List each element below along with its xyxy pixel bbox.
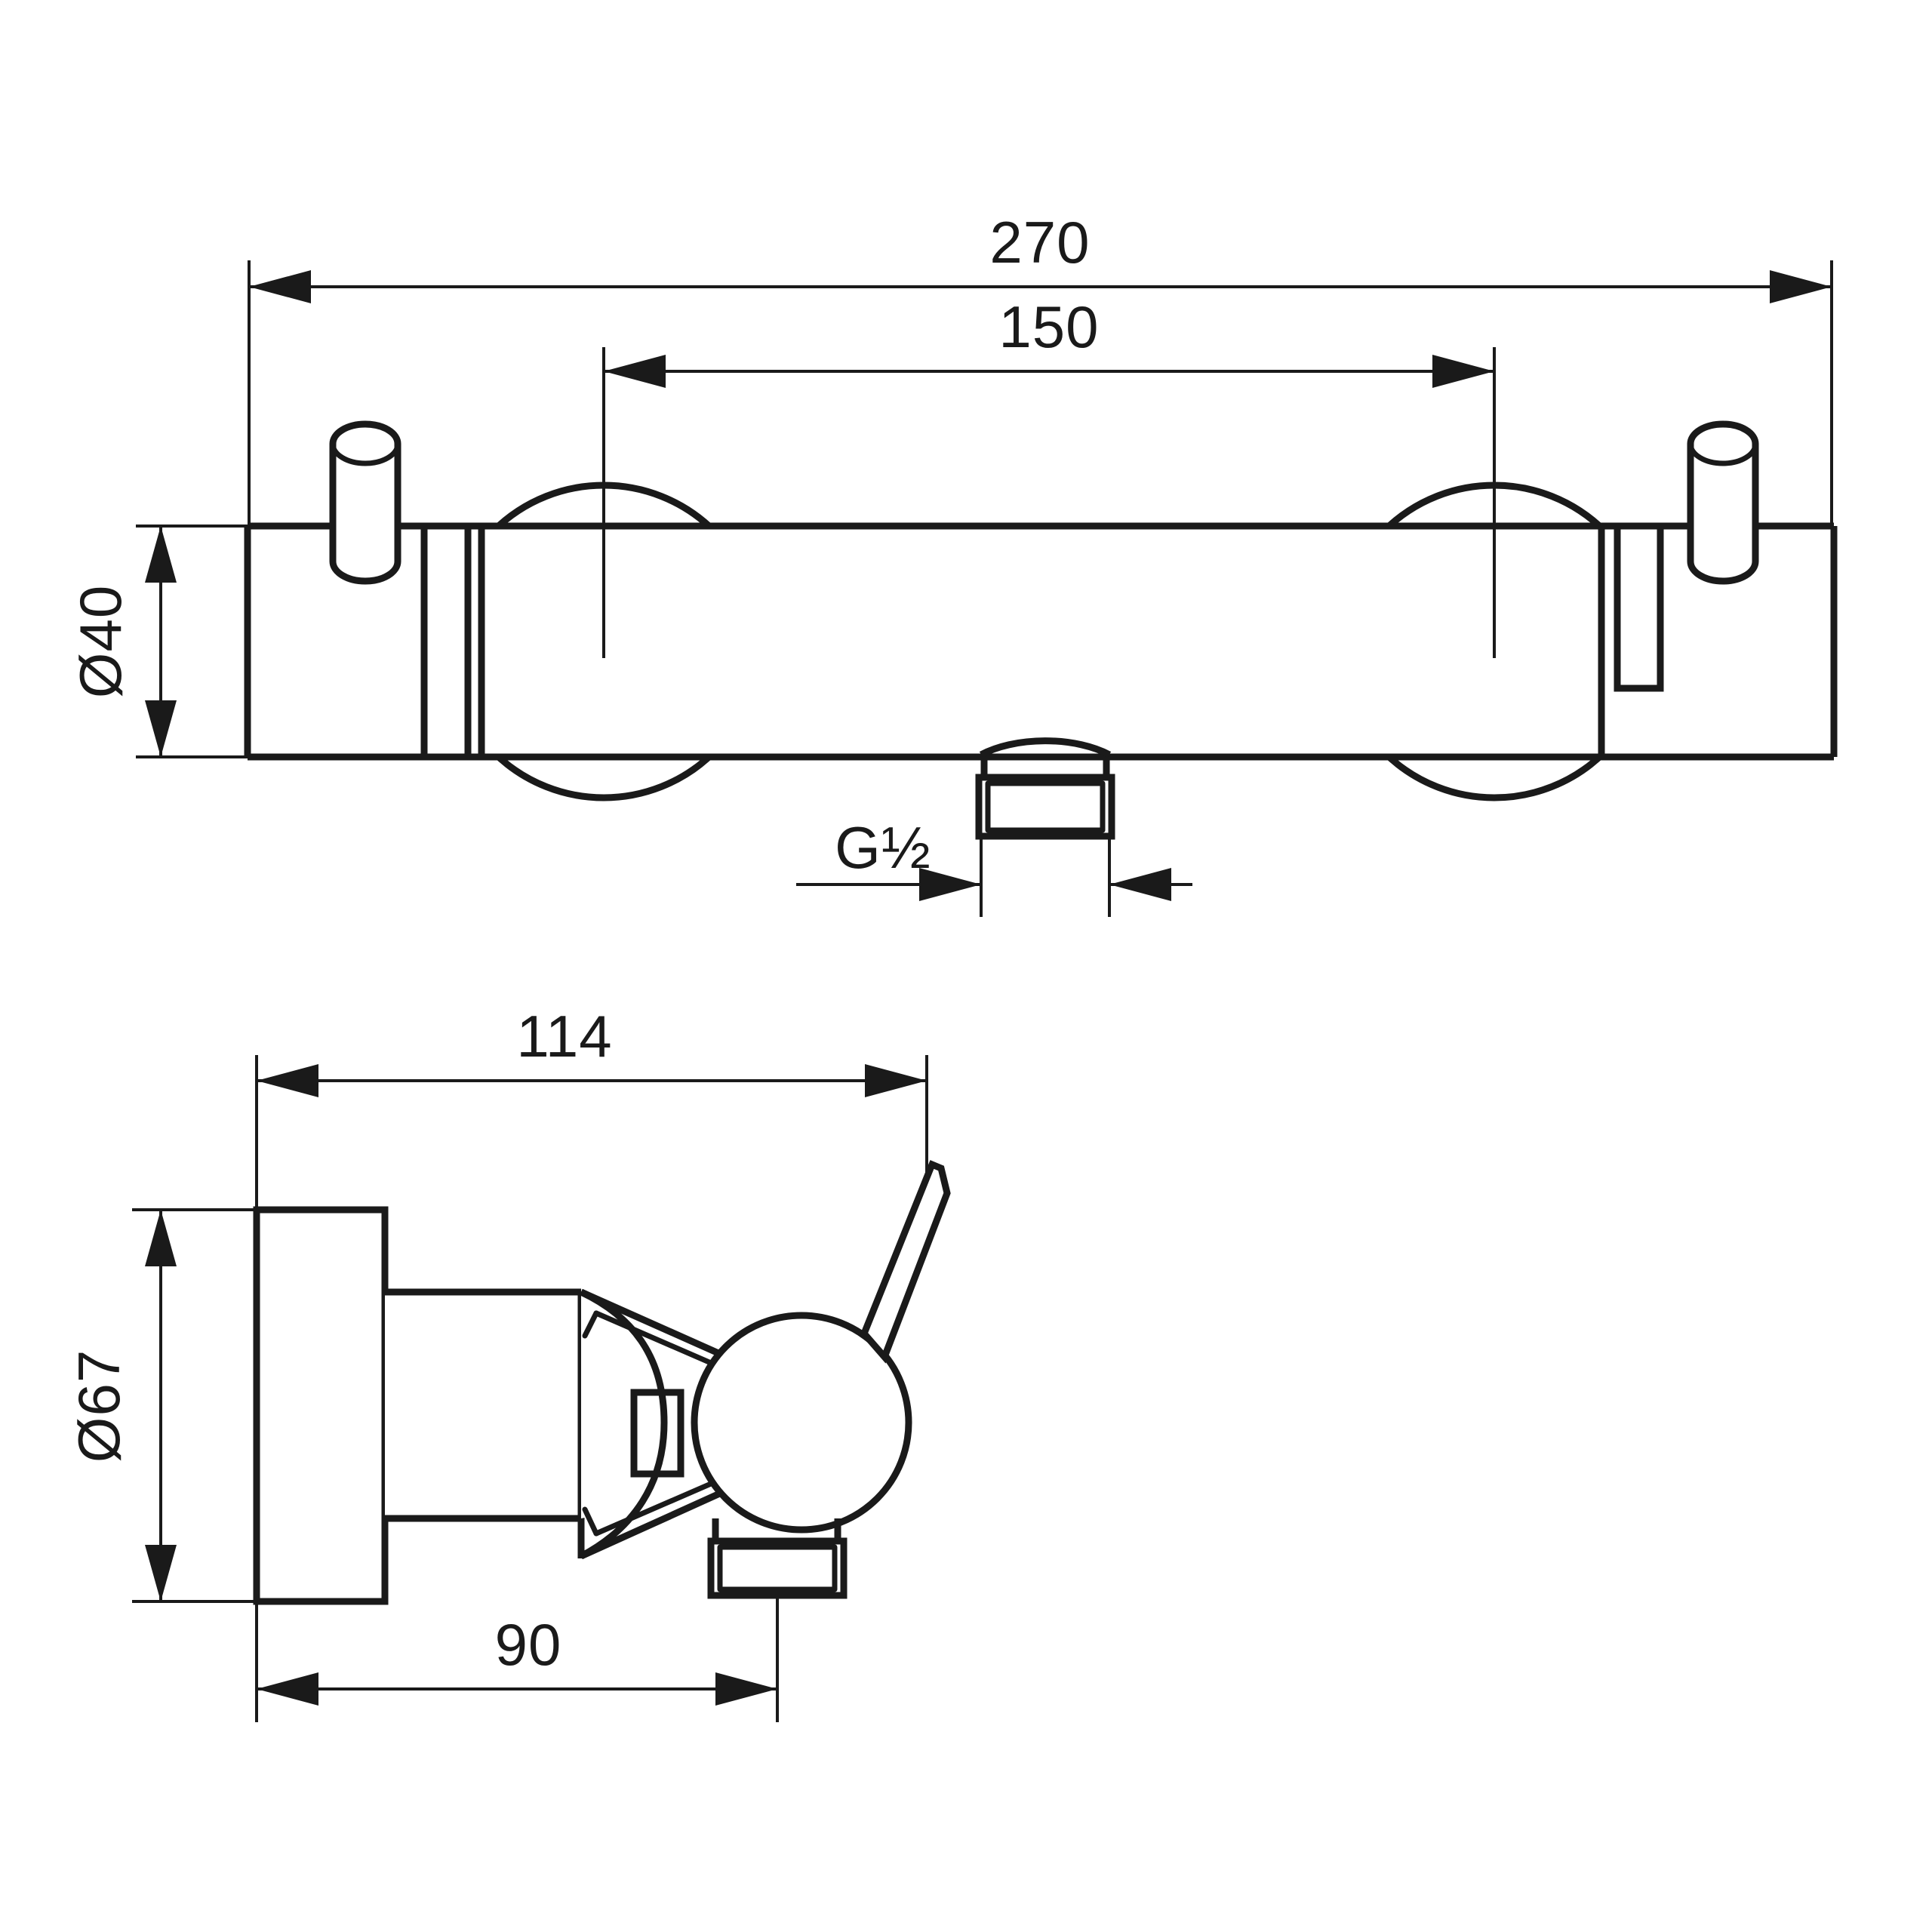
front-elevation-view: 270 150 Ø40 xyxy=(67,209,1838,917)
dim-label-body-diameter: Ø40 xyxy=(67,585,134,698)
control-handle-circle xyxy=(691,1312,912,1534)
dim-diameter-67 xyxy=(132,1208,266,1603)
dim-90-extension-lines xyxy=(255,1595,779,1722)
dim-g-half xyxy=(796,868,1192,901)
body-bar-fill xyxy=(251,528,1832,755)
right-collar-detail xyxy=(1598,528,1664,755)
dim-150 xyxy=(604,355,1494,388)
indicator-button xyxy=(630,1389,685,1478)
dim-g-half-extension-lines xyxy=(980,836,1111,917)
left-lever-pin xyxy=(329,420,401,585)
wall-escutcheon xyxy=(253,1206,389,1605)
dim-114 xyxy=(257,1064,927,1097)
dim-label-projection-depth: 114 xyxy=(516,1003,612,1069)
dim-label-outlet-offset: 90 xyxy=(495,1611,562,1678)
dim-label-centre-distance: 150 xyxy=(998,294,1099,360)
body-block xyxy=(385,1288,581,1522)
dim-270 xyxy=(249,270,1832,303)
dim-90 xyxy=(257,1672,777,1706)
handle-lever-arm xyxy=(860,1160,951,1364)
dim-label-overall-width: 270 xyxy=(989,209,1090,275)
dim-270-extension-lines xyxy=(248,260,1833,551)
dim-diameter-40 xyxy=(136,525,257,758)
dim-114-extension-lines xyxy=(255,1055,928,1223)
dim-label-handle-diameter: Ø67 xyxy=(66,1349,132,1463)
body-bar-outline xyxy=(244,522,1838,761)
side-elevation-view: 114 Ø67 xyxy=(66,1003,951,1722)
left-collar-detail xyxy=(420,528,485,755)
side-outlet xyxy=(707,1518,848,1599)
dim-150-extension-lines xyxy=(602,347,1496,483)
right-lever-pin xyxy=(1687,420,1759,585)
bottom-outlet xyxy=(975,737,1115,840)
handle-centre-marks xyxy=(602,419,1496,658)
dim-label-outlet-thread: G½ xyxy=(835,814,931,881)
